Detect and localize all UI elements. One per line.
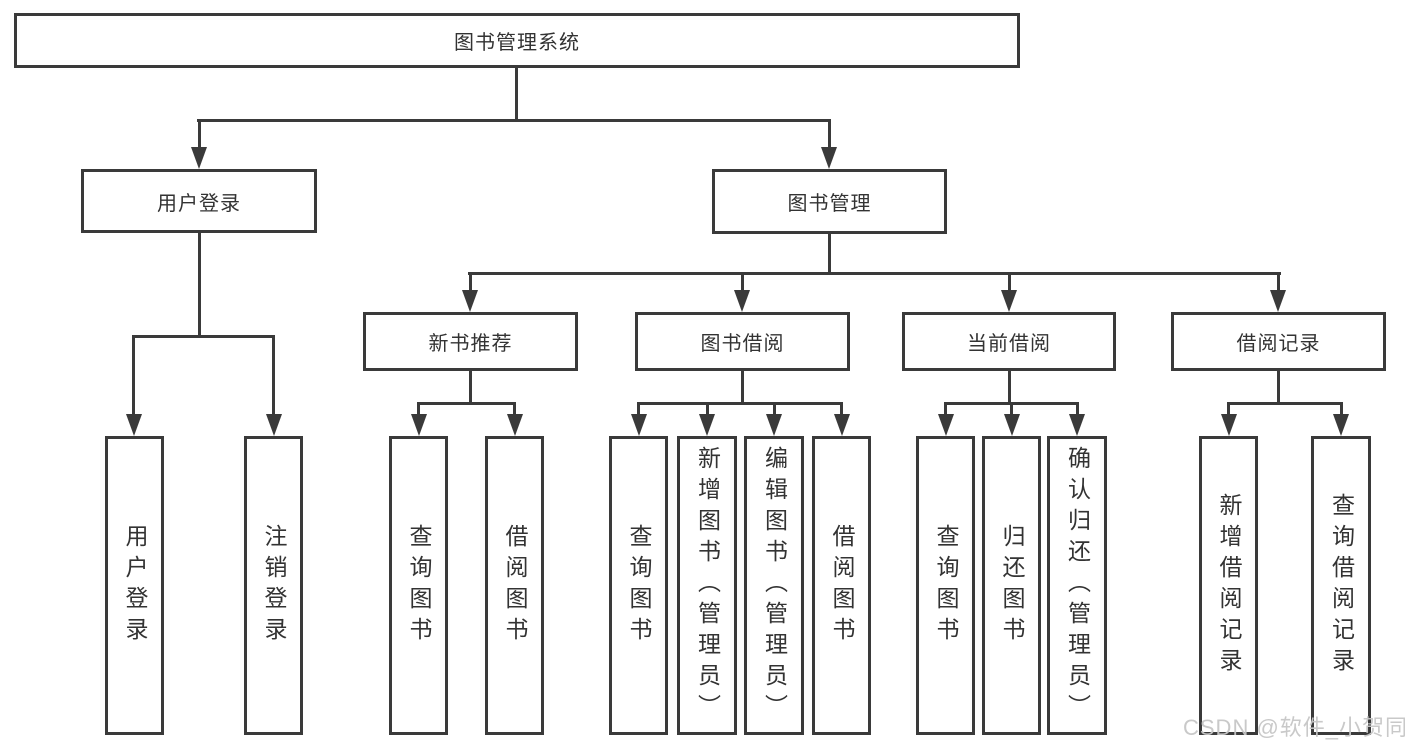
connector-line (1076, 402, 1079, 418)
connector-line (1227, 402, 1230, 418)
leaf-add-borrow-record: 新增借阅记录 (1199, 436, 1258, 735)
connector-line (469, 371, 472, 405)
arrowhead-down-icon (631, 414, 647, 436)
connector-line (1010, 402, 1013, 418)
arrowhead-down-icon (1001, 290, 1017, 312)
connector-line (637, 402, 843, 405)
connector-line (828, 234, 831, 274)
connector-line (417, 402, 516, 405)
leaf-logout: 注销登录 (244, 436, 303, 735)
leaf-return-books: 归还图书 (982, 436, 1041, 735)
connector-line (773, 402, 776, 418)
arrowhead-down-icon (1270, 290, 1286, 312)
leaf-borrow-books-borrowing: 借阅图书 (812, 436, 871, 735)
connector-line (417, 402, 420, 418)
connector-line (132, 335, 275, 338)
connector-line (1277, 371, 1280, 405)
leaf-label: 确认归还（管理员） (1064, 446, 1091, 725)
leaf-label: 注销登录 (261, 523, 287, 648)
leaf-query-books-recommend: 查询图书 (389, 436, 448, 735)
connector-line (513, 402, 516, 418)
node-new-book-recommendation: 新书推荐 (363, 312, 578, 371)
arrowhead-down-icon (191, 147, 207, 169)
leaf-label: 借阅图书 (829, 523, 855, 648)
node-user-login: 用户登录 (81, 169, 317, 233)
leaf-label: 借阅图书 (502, 523, 528, 648)
connector-line (706, 402, 709, 418)
leaf-add-books-admin: 新增图书（管理员） (677, 436, 737, 735)
connector-line (1340, 402, 1343, 418)
leaf-label: 查询图书 (406, 523, 432, 648)
arrowhead-down-icon (126, 414, 142, 436)
connector-line (197, 119, 831, 122)
leaf-query-books-current: 查询图书 (916, 436, 975, 735)
leaf-confirm-return-admin: 确认归还（管理员） (1047, 436, 1107, 735)
leaf-edit-books-admin: 编辑图书（管理员） (744, 436, 804, 735)
node-book-borrowing: 图书借阅 (635, 312, 850, 371)
arrowhead-down-icon (1221, 414, 1237, 436)
leaf-label: 新增借阅记录 (1216, 492, 1242, 679)
node-current-borrowing: 当前借阅 (902, 312, 1116, 371)
connector-line (272, 335, 275, 417)
leaf-label: 查询图书 (626, 523, 652, 648)
leaf-query-borrow-record: 查询借阅记录 (1311, 436, 1371, 735)
arrowhead-down-icon (938, 414, 954, 436)
arrowhead-down-icon (1004, 414, 1020, 436)
arrowhead-down-icon (821, 147, 837, 169)
leaf-label: 新增图书（管理员） (694, 446, 721, 725)
arrowhead-down-icon (1069, 414, 1085, 436)
leaf-label: 查询图书 (933, 523, 959, 648)
connector-line (515, 67, 518, 121)
connector-line (1008, 371, 1011, 405)
leaf-label: 归还图书 (999, 523, 1025, 648)
arrowhead-down-icon (766, 414, 782, 436)
arrowhead-down-icon (699, 414, 715, 436)
connector-line (132, 335, 135, 417)
connector-line (1008, 272, 1011, 294)
node-root: 图书管理系统 (14, 13, 1020, 68)
arrowhead-down-icon (507, 414, 523, 436)
leaf-label: 查询借阅记录 (1328, 492, 1355, 679)
connector-line (944, 402, 947, 418)
arrowhead-down-icon (411, 414, 427, 436)
connector-line (468, 272, 1281, 275)
node-book-management: 图书管理 (712, 169, 947, 234)
leaf-label: 用户登录 (122, 523, 148, 648)
arrowhead-down-icon (734, 290, 750, 312)
arrowhead-down-icon (1333, 414, 1349, 436)
connector-line (741, 371, 744, 405)
arrowhead-down-icon (834, 414, 850, 436)
connector-line (637, 402, 640, 418)
node-borrowing-records: 借阅记录 (1171, 312, 1386, 371)
watermark: CSDN @软件_小贺同学 (1183, 715, 1405, 740)
connector-line (1277, 272, 1280, 294)
leaf-borrow-books-recommend: 借阅图书 (485, 436, 544, 735)
leaf-label: 编辑图书（管理员） (761, 446, 788, 725)
connector-line (469, 272, 472, 294)
arrowhead-down-icon (266, 414, 282, 436)
leaf-query-books-borrowing: 查询图书 (609, 436, 668, 735)
connector-line (828, 119, 831, 151)
connector-line (741, 272, 744, 294)
arrowhead-down-icon (462, 290, 478, 312)
connector-line (840, 402, 843, 418)
connector-line (198, 119, 201, 151)
connector-line (1227, 402, 1343, 405)
connector-line (198, 233, 201, 337)
leaf-user-login: 用户登录 (105, 436, 164, 735)
